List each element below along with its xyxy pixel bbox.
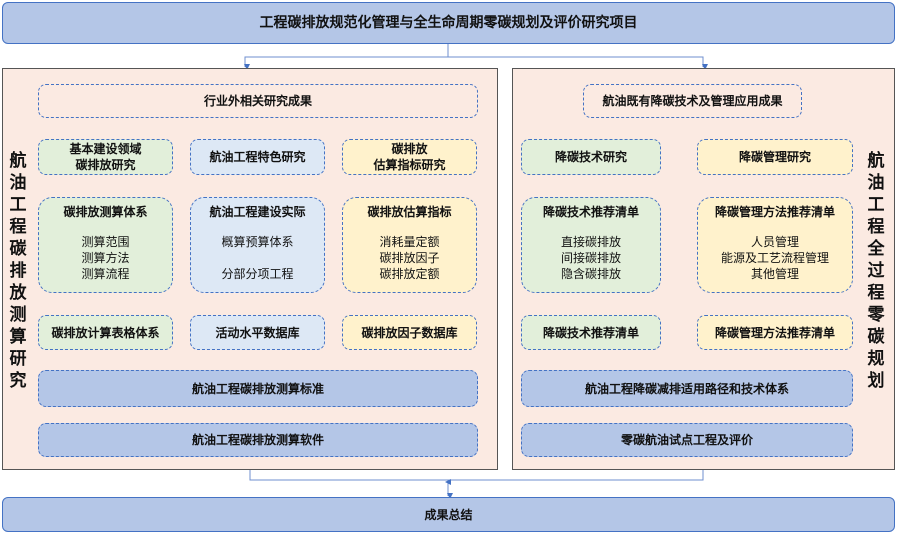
box-item: 测算流程 (81, 267, 130, 281)
project-title: 工程碳排放规范化管理与全生命周期零碳规划及评价研究项目 (2, 2, 895, 44)
right-row4-box-1: 降碳技术推荐清单 (521, 315, 661, 350)
left-row3-box-2: 航油工程建设实际概算预算体系分部分项工程 (190, 197, 325, 293)
box-title: 降碳技术推荐清单 (542, 205, 639, 219)
box-item: 间接碳排放 (560, 251, 621, 265)
summary-box: 成果总结 (2, 497, 895, 532)
box-item: 其他管理 (750, 267, 799, 281)
right-row2-box-2: 降碳管理研究 (697, 139, 853, 175)
box-title: 碳排放估算指标 (367, 205, 452, 219)
right-row4-box-2: 降碳管理方法推荐清单 (697, 315, 853, 350)
box-item: 概算预算体系 (221, 235, 294, 249)
left-software-box: 航油工程碳排放测算软件 (38, 423, 478, 457)
left-row2-box-2: 航油工程特色研究 (190, 139, 325, 175)
box-item: 测算范围 (81, 235, 130, 249)
box-title: 碳排放测算体系 (63, 205, 148, 219)
box-item: 测算方法 (81, 251, 130, 265)
left-row4-box-2: 活动水平数据库 (190, 315, 325, 350)
left-top-box: 行业外相关研究成果 (38, 84, 478, 118)
box-item: 碳排放定额 (379, 267, 440, 281)
right-pilot-box: 零碳航油试点工程及评价 (521, 423, 853, 457)
right-row3-box-2: 降碳管理方法推荐清单人员管理能源及工艺流程管理其他管理 (697, 197, 853, 293)
box-item: 分部分项工程 (221, 267, 294, 281)
box-item: 直接碳排放 (560, 235, 621, 249)
left-row4-box-1: 碳排放计算表格体系 (38, 315, 173, 350)
left-row3-box-1: 碳排放测算体系测算范围测算方法测算流程 (38, 197, 173, 293)
box-item: 消耗量定额 (379, 235, 440, 249)
box-item: 隐含碳排放 (560, 267, 621, 281)
box-title: 航油工程建设实际 (209, 205, 306, 219)
right-path-box: 航油工程降碳减排适用路径和技术体系 (521, 370, 853, 407)
box-item: 碳排放因子 (379, 251, 440, 265)
left-panel-label: 航油工程碳排放测算研究 (9, 151, 27, 391)
left-row3-box-3: 碳排放估算指标消耗量定额碳排放因子碳排放定额 (342, 197, 477, 293)
box-item: 人员管理 (750, 235, 799, 249)
right-row3-box-1: 降碳技术推荐清单直接碳排放间接碳排放隐含碳排放 (521, 197, 661, 293)
left-row2-box-3: 碳排放 估算指标研究 (342, 139, 477, 175)
box-title: 降碳管理方法推荐清单 (714, 205, 835, 219)
right-top-box: 航油既有降碳技术及管理应用成果 (583, 84, 802, 118)
left-standard-box: 航油工程碳排放测算标准 (38, 370, 478, 407)
right-panel-label: 航油工程全过程零碳规划 (867, 151, 885, 391)
right-row2-box-1: 降碳技术研究 (521, 139, 661, 175)
left-row2-box-1: 基本建设领域 碳排放研究 (38, 139, 173, 175)
left-row4-box-3: 碳排放因子数据库 (342, 315, 477, 350)
box-item: 能源及工艺流程管理 (720, 251, 829, 265)
